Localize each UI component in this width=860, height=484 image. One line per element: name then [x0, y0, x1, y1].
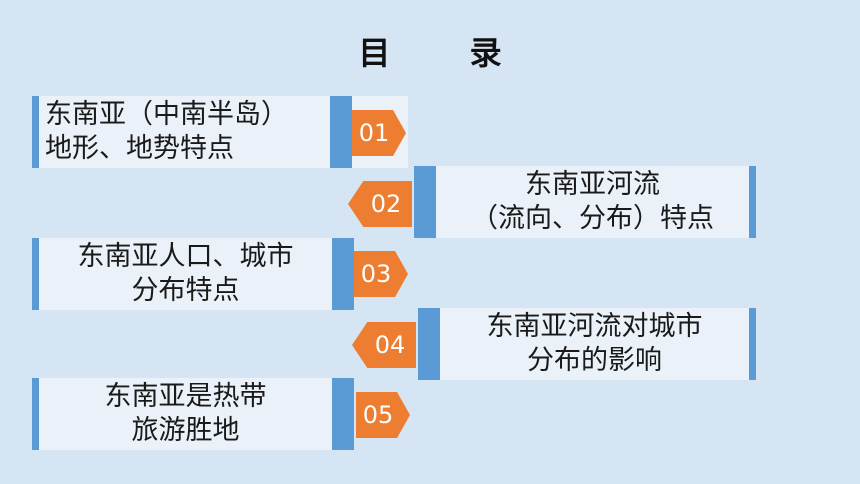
- toc-item-2-badge[interactable]: 02: [348, 181, 412, 227]
- toc-item-4-line1: 东南亚河流对城市: [486, 311, 703, 342]
- toc-item-5-card[interactable]: 东南亚是热带旅游胜地: [32, 378, 332, 450]
- toc-item-5-line1: 东南亚是热带: [104, 381, 267, 412]
- toc-item-1-bar: [330, 96, 352, 168]
- toc-item-4-line2: 分布的影响: [527, 345, 662, 376]
- toc-item-5-line2: 旅游胜地: [131, 415, 240, 446]
- toc-item-3-card[interactable]: 东南亚人口、城市分布特点: [32, 238, 332, 310]
- toc-item-1-line1: 东南亚（中南半岛）: [45, 99, 288, 130]
- toc-item-1-line2: 地形、地势特点: [45, 133, 234, 164]
- page-title: 目 录: [358, 34, 536, 72]
- toc-item-5-badge[interactable]: 05: [356, 392, 410, 438]
- toc-item-4-badge[interactable]: 04: [352, 322, 416, 368]
- toc-item-4-bar: [418, 308, 440, 380]
- toc-item-2-line1: 东南亚河流: [525, 169, 660, 200]
- toc-item-3-bar: [332, 238, 354, 310]
- toc-item-4-card[interactable]: 东南亚河流对城市分布的影响: [440, 308, 756, 380]
- toc-item-3-line2: 分布特点: [131, 275, 240, 306]
- toc-item-1-badge[interactable]: 01: [352, 110, 406, 156]
- toc-item-5-bar: [332, 378, 354, 450]
- toc-item-3-badge[interactable]: 03: [354, 251, 408, 297]
- toc-item-2-line2: （流向、分布）特点: [471, 203, 714, 234]
- toc-item-2-card[interactable]: 东南亚河流（流向、分布）特点: [436, 166, 756, 238]
- toc-item-3-line1: 东南亚人口、城市: [77, 241, 294, 272]
- toc-item-2-bar: [414, 166, 436, 238]
- toc-item-1-card[interactable]: 东南亚（中南半岛）地形、地势特点: [32, 96, 332, 168]
